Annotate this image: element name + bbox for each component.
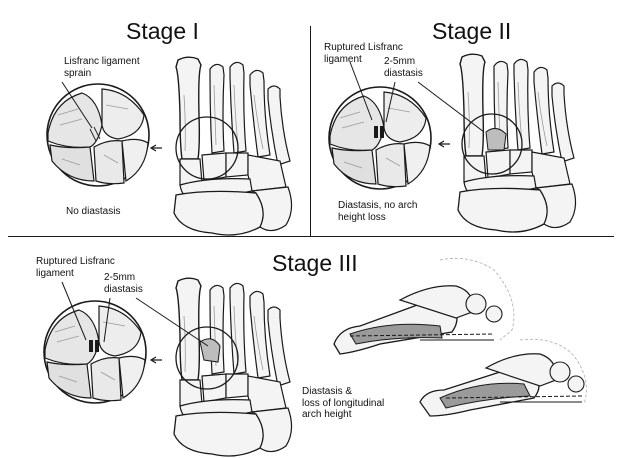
stage3-rupture-leader — [62, 282, 86, 340]
stage3-gap-leader-a — [104, 298, 110, 342]
stage2-magnify-arrow — [439, 141, 450, 147]
stage1-focus-circle — [176, 117, 238, 179]
stage2-rupture-leader — [350, 62, 372, 120]
stage1-magnify-arrow — [151, 145, 162, 151]
stage1-foot-skeleton — [173, 56, 293, 236]
stage3-title: Stage III — [272, 250, 358, 276]
stage1-diastasis-label: No diastasis — [66, 206, 121, 217]
stage2-foot-skeleton — [457, 53, 577, 233]
stage3-gap-leader-b — [136, 298, 208, 346]
normal-arch-lateral-view — [334, 258, 514, 354]
stage2-title: Stage II — [432, 18, 512, 44]
stage2-result-label: Diastasis, no arch height loss — [338, 200, 418, 223]
stage1-sprain-leader — [62, 82, 92, 128]
stage3-foot-skeleton — [173, 277, 293, 457]
collapsed-arch-lateral-view — [420, 339, 586, 416]
stage1-zoom-view — [46, 83, 150, 187]
stage2-gap-leader-a — [386, 82, 395, 122]
vertical-divider — [310, 26, 311, 236]
stage3-zoom-view — [43, 300, 147, 404]
stage3-result-label: Diastasis & loss of longitudinal arch he… — [302, 386, 385, 420]
stage3-magnify-arrow — [151, 357, 162, 363]
stage2-injury-label: Ruptured Lisfranc ligament — [324, 42, 403, 65]
stage2-gap-label: 2-5mm diastasis — [384, 56, 423, 79]
horizontal-divider — [8, 236, 614, 237]
stage2-focus-circle — [462, 114, 522, 174]
stage3-focus-circle — [176, 327, 238, 389]
stage3-gap-label: 2-5mm diastasis — [104, 272, 143, 295]
stage2-gap-leader-b — [418, 82, 484, 132]
stage1-injury-label: Lisfranc ligament sprain — [64, 56, 140, 79]
stage2-zoom-view — [328, 86, 432, 190]
stage1-title: Stage I — [126, 18, 199, 44]
stage3-injury-label: Ruptured Lisfranc ligament — [36, 256, 115, 279]
